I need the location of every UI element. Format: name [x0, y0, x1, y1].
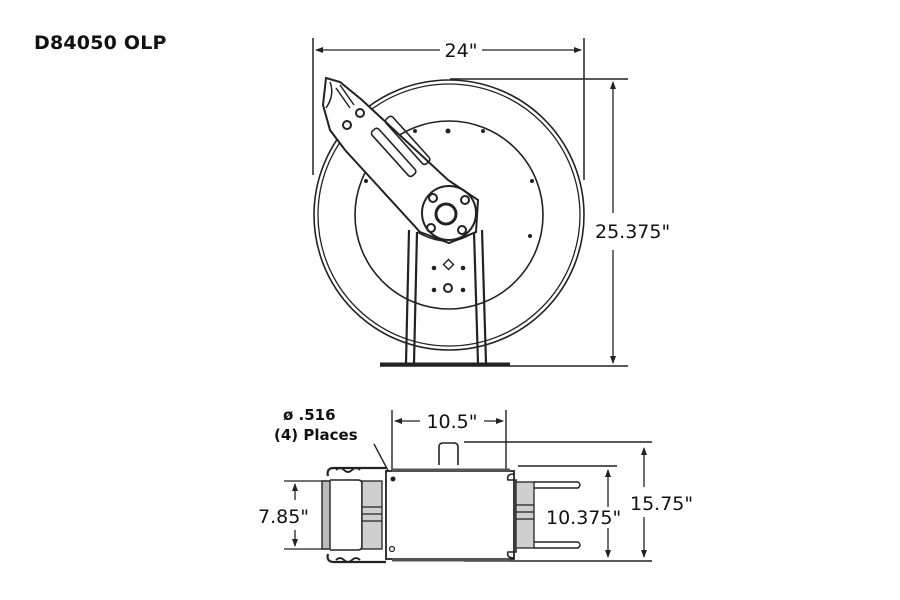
- front-view: [312, 38, 628, 367]
- width-dimension-label: 24": [445, 40, 478, 62]
- hole-note-count: (4) Places: [274, 426, 358, 444]
- top-view: [284, 410, 652, 564]
- mount-width-dimension-label: 7.85": [258, 506, 309, 528]
- model-title: D84050 OLP: [34, 32, 167, 54]
- height-dimension-label: 25.375": [595, 221, 670, 243]
- guide-arm: [321, 76, 480, 245]
- hole-note-diameter: ø .516: [283, 406, 336, 424]
- overall-width-dimension-label: 15.75": [630, 493, 693, 515]
- base-length-dimension-label: 10.5": [426, 411, 477, 433]
- inner-width-dimension-label: 10.375": [546, 507, 621, 529]
